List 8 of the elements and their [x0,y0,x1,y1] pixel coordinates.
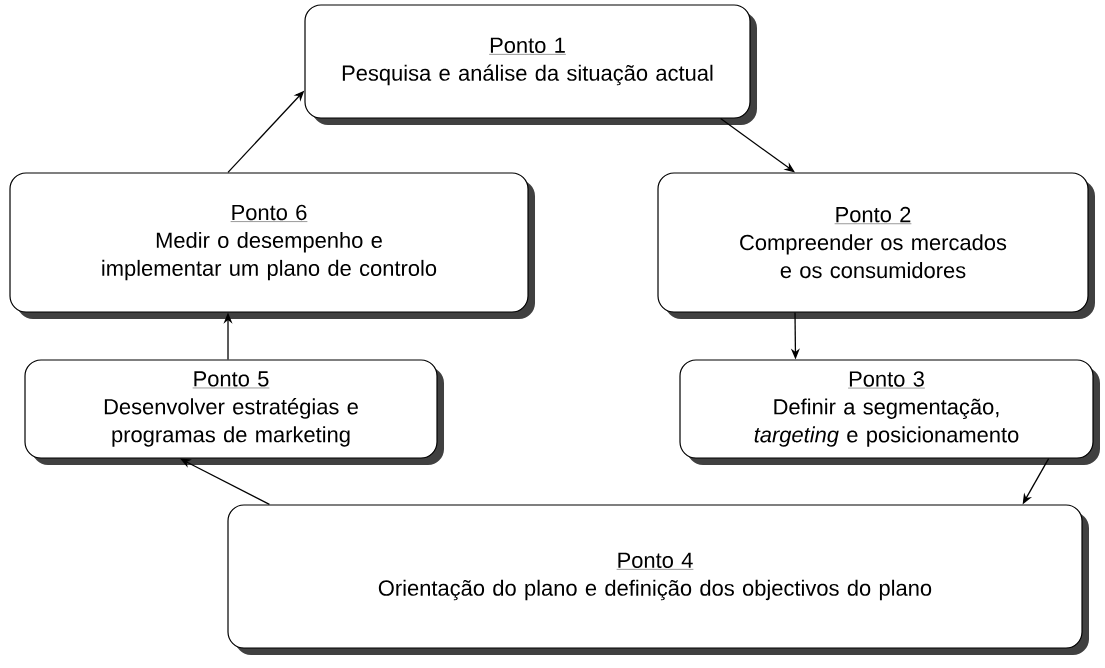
arrow [180,458,271,506]
process-box: Ponto 6 Medir o desempenho e implementar um plano de controlo [9,172,535,319]
process-box: Ponto 5 Desenvolver estratégias e programas de marketing [24,359,444,465]
process-box: Ponto 3 Definir a segmentação, targeting e posicionamento [679,359,1100,465]
arrow [719,117,795,173]
process-box: Ponto 1 Pesquisa e análise da situação actual [304,4,757,125]
process-box: Ponto 2 Compreender os mercados e os consumidores [657,172,1095,319]
process-box: Ponto 4 Orientação do plano e definição dos objectivos do plano [227,504,1089,655]
